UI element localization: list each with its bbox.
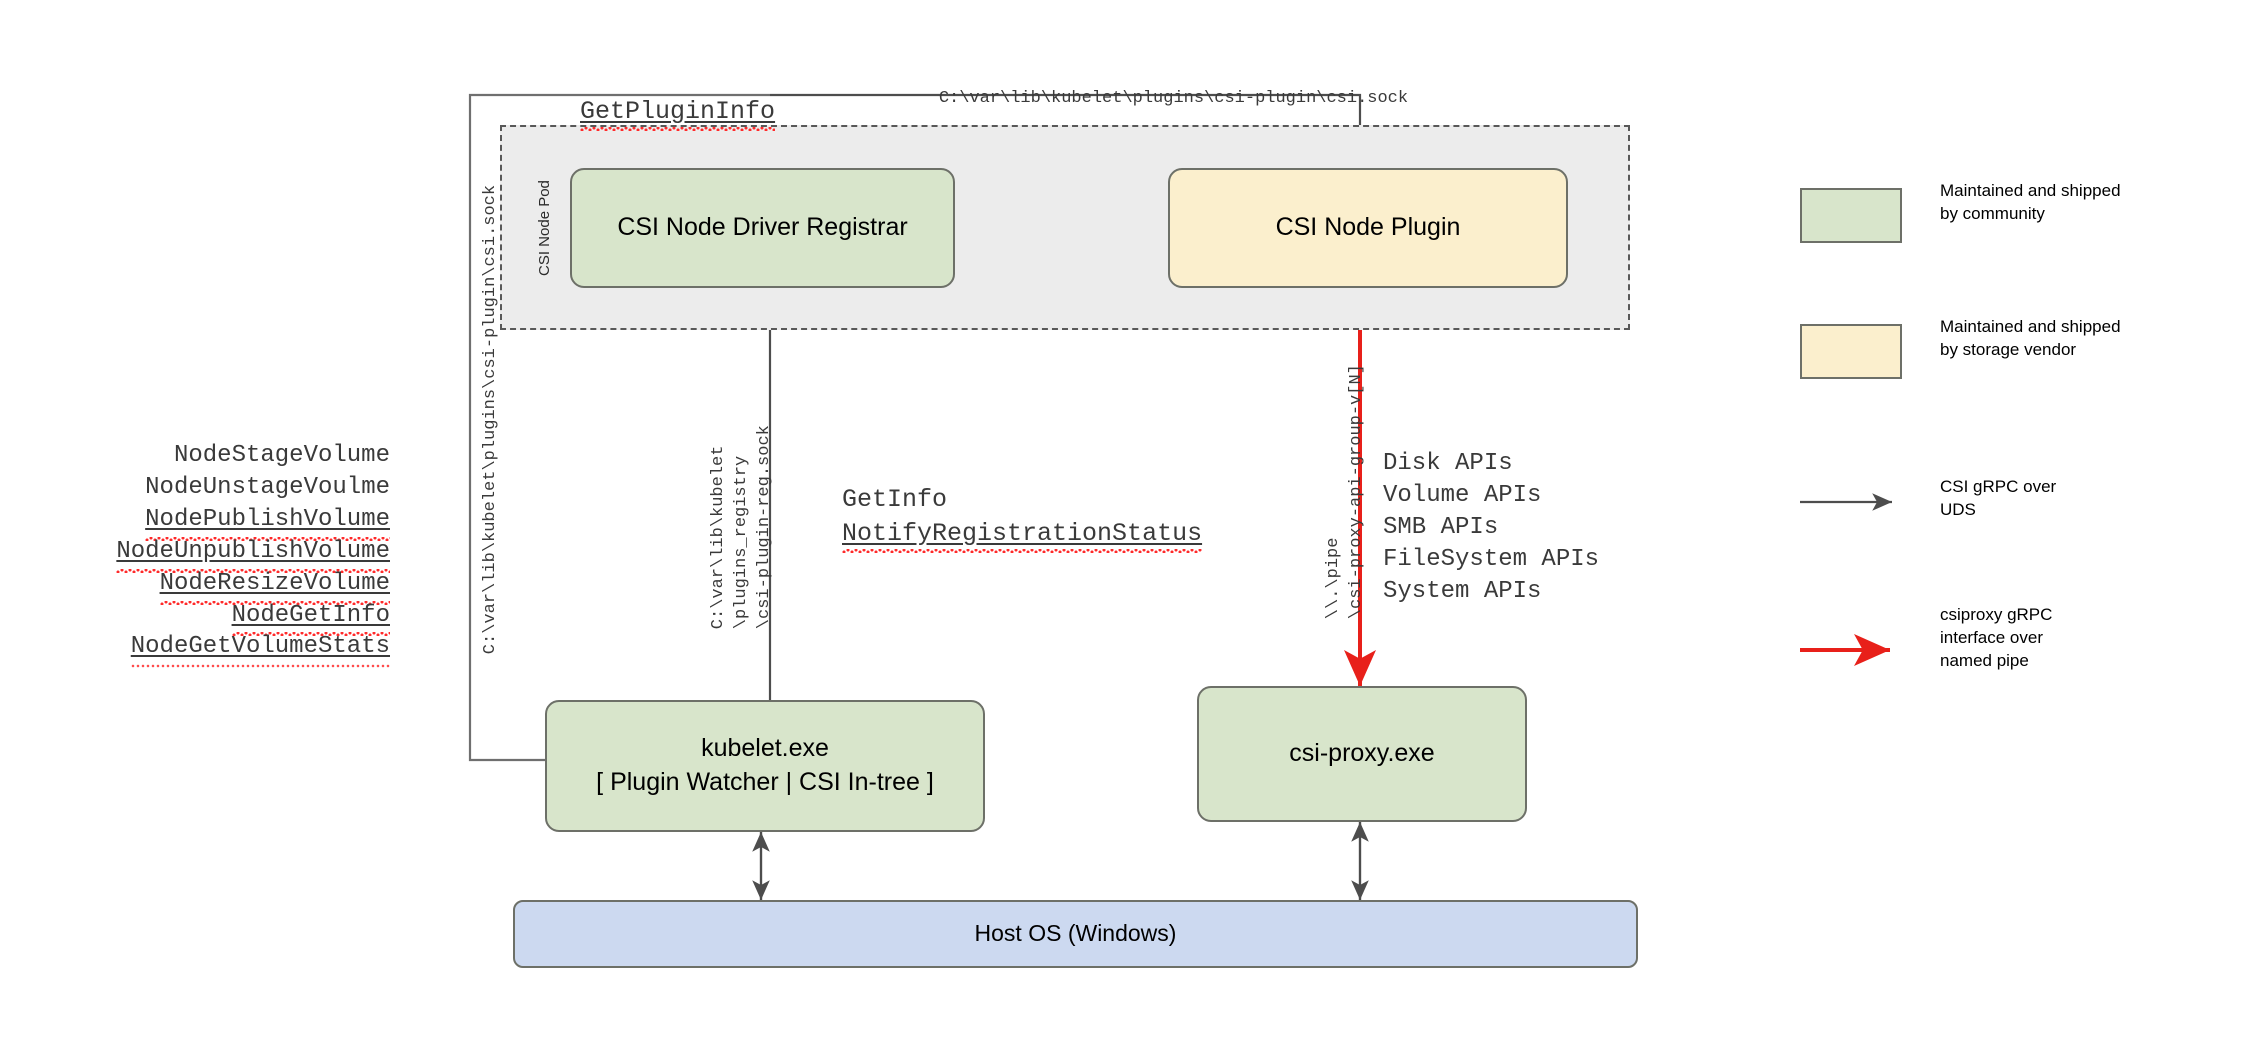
kubelet-line-1: kubelet.exe [701, 734, 829, 763]
node-csi-node-driver-registrar[interactable]: CSI Node Driver Registrar [570, 168, 955, 288]
legend-arrow-red-icon [1800, 634, 1890, 666]
node-csi-proxy-exe[interactable]: csi-proxy.exe [1197, 686, 1527, 822]
node-api-list-item-label: NodePublishVolume [145, 504, 390, 541]
annotation-notify-registration-status-text: NotifyRegistrationStatus [842, 519, 1203, 553]
annotation-notify-registration-status: NotifyRegistrationStatus [782, 490, 1203, 577]
kubelet-line-2: [ Plugin Watcher | CSI In-tree ] [596, 768, 934, 796]
node-api-list-item-label: NodeResizeVolume [159, 568, 391, 605]
named-pipe-line-2-text: \csi-proxy-api-group-v[N] [1347, 364, 1366, 620]
node-api-list-item-label: NodeStageVolume [173, 442, 390, 469]
node-api-list-item-label: NodeUnpublishVolume [116, 536, 390, 573]
proxy-api-list-item: Disk APIs [1383, 450, 1513, 477]
annotation-getplugininfo-text: GetPluginInfo [580, 97, 776, 131]
proxy-api-list-item: SMB APIs [1383, 513, 1499, 541]
annotation-getinfo-text: GetInfo [842, 485, 948, 514]
legend-namedpipe-line-2: interface over [1940, 627, 2043, 647]
node-api-list-item: NodeStageVolume [60, 440, 390, 472]
legend-swatch-green [1800, 188, 1902, 243]
annotation-getinfo: GetInfo [782, 456, 947, 543]
annotation-csi-sock-left: C:\var\lib\kubelet\plugins\csi-plugin\cs… [462, 185, 519, 695]
node-api-list-item: NodeGetInfo [60, 600, 391, 637]
node-api-list-item-label: NodeUnstageVoulme [145, 473, 390, 501]
annotation-csi-sock-top: C:\var\lib\kubelet\plugins\csi-plugin\cs… [898, 70, 1408, 127]
legend-uds-line-1: CSI gRPC over [1940, 477, 2057, 496]
node-plugin-label: CSI Node Plugin [1275, 213, 1461, 242]
node-registrar-label: CSI Node Driver Registrar [617, 213, 908, 242]
legend-uds-line-2: UDS [1940, 499, 1976, 519]
legend-vendor-line-2: by storage vendor [1940, 339, 2077, 359]
annotation-csi-sock-top-text: C:\var\lib\kubelet\plugins\csi-plugin\cs… [938, 89, 1409, 108]
legend-community-line-2: by community [1940, 203, 2045, 223]
annotation-csi-sock-left-text: C:\var\lib\kubelet\plugins\csi-plugin\cs… [481, 184, 500, 655]
node-host-os[interactable]: Host OS (Windows) [513, 900, 1638, 968]
legend-swatch-yellow [1800, 324, 1902, 379]
csi-node-pod-label: CSI Node Pod [536, 180, 553, 276]
legend-community-line-1: Maintained and shipped [1940, 181, 2121, 200]
legend-namedpipe-line-1: csiproxy gRPC [1940, 605, 2053, 624]
node-api-list-item: NodeResizeVolume [60, 568, 391, 605]
legend-namedpipe-line-3: named pipe [1940, 650, 2029, 670]
annotation-named-pipe-line-2: \csi-proxy-api-group-v[N] [1328, 364, 1385, 660]
node-kubelet-exe[interactable]: kubelet.exe [ Plugin Watcher | CSI In-tr… [545, 700, 985, 832]
node-api-list-item: NodeUnpublishVolume [60, 536, 390, 573]
node-api-list-item: NodeGetVolumeStats [60, 631, 391, 669]
host-os-label: Host OS (Windows) [974, 920, 1177, 947]
node-api-list-item-label: NodeGetVolumeStats [130, 631, 391, 669]
legend-vendor-line-1: Maintained and shipped [1940, 317, 2121, 336]
registry-path-line-3-text: \csi-plugin-reg.sock [755, 425, 774, 630]
legend-arrow-gray-icon [1800, 493, 1892, 511]
annotation-getplugininfo: GetPluginInfo [520, 68, 776, 155]
node-api-list-item: NodePublishVolume [60, 504, 390, 541]
csi-proxy-label: csi-proxy.exe [1289, 739, 1435, 768]
legend: Maintained and shipped by community Main… [1800, 180, 2220, 700]
node-api-list-item-label: NodeGetInfo [231, 600, 391, 637]
proxy-api-list-item: FileSystem APIs [1383, 545, 1600, 573]
proxy-api-list-item: System APIs [1383, 577, 1542, 605]
node-csi-node-plugin[interactable]: CSI Node Plugin [1168, 168, 1568, 288]
node-api-list-item: NodeUnstageVoulme [60, 472, 390, 504]
proxy-api-list-item: Volume APIs [1383, 481, 1542, 509]
